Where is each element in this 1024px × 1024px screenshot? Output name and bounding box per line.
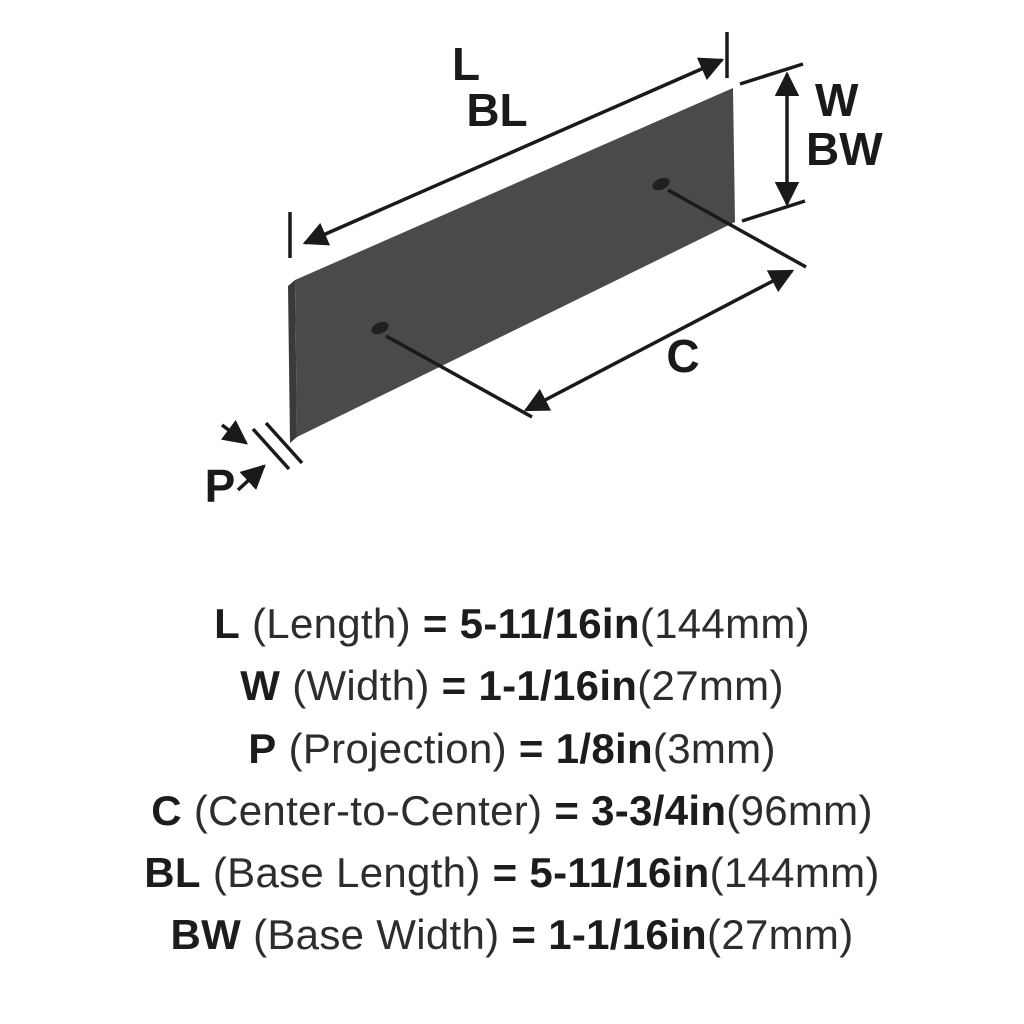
projection-arrow-bottom bbox=[236, 464, 266, 492]
spec-value: 5-11/16in bbox=[529, 849, 710, 897]
spec-row-length: L (Length) = 5-11/16in(144mm) bbox=[214, 600, 810, 648]
spec-row-center-to-center: C (Center-to-Center) = 3-3/4in(96mm) bbox=[151, 787, 873, 835]
spec-metric: (27mm) bbox=[707, 911, 854, 959]
spec-equals: = bbox=[422, 600, 448, 647]
spec-name: (Length) bbox=[252, 600, 411, 647]
spec-equals: = bbox=[492, 849, 518, 897]
projection-tick-outer bbox=[251, 427, 291, 471]
spec-abbr: BW bbox=[170, 911, 242, 959]
spec-name: (Projection) bbox=[288, 724, 507, 772]
spec-row-base-length: BL (Base Length) = 5-11/16in(144mm) bbox=[144, 849, 879, 897]
projection-arrow-top bbox=[220, 419, 248, 445]
spec-metric: (96mm) bbox=[726, 786, 873, 834]
spec-metric: (144mm) bbox=[709, 849, 880, 897]
dimension-spec-list: L (Length) = 5-11/16in(144mm) W (Width) … bbox=[0, 600, 1024, 960]
spec-equals: = bbox=[441, 662, 467, 710]
projection-tick-inner bbox=[264, 421, 304, 465]
spec-value: 1/8in bbox=[555, 724, 653, 772]
spec-metric: (144mm) bbox=[639, 600, 810, 647]
dimension-labels: L BL W BW C P bbox=[205, 38, 884, 512]
width-tick-top bbox=[739, 62, 804, 86]
spec-abbr: L bbox=[214, 600, 241, 647]
spec-equals: = bbox=[554, 786, 580, 834]
center-extension-left bbox=[385, 334, 533, 419]
product-dimension-diagram: L BL W BW C P bbox=[205, 32, 884, 512]
base-length-label: BL bbox=[466, 84, 527, 136]
mounting-hole-left bbox=[371, 321, 389, 335]
dimension-lines bbox=[220, 32, 807, 492]
spec-abbr: C bbox=[151, 786, 182, 834]
spec-metric: (3mm) bbox=[652, 724, 776, 772]
center-dimension-line bbox=[523, 269, 795, 412]
spec-abbr: W bbox=[240, 662, 281, 710]
width-tick-bottom bbox=[741, 199, 806, 223]
spec-abbr: BL bbox=[144, 849, 201, 897]
spec-name: (Width) bbox=[292, 662, 430, 710]
spec-row-base-width: BW (Base Width) = 1-1/16in(27mm) bbox=[171, 911, 854, 959]
spec-value: 1-1/16in bbox=[478, 662, 638, 710]
backplate-face bbox=[295, 88, 735, 437]
spec-value: 1-1/16in bbox=[548, 911, 708, 959]
center-to-center-label: C bbox=[666, 330, 699, 382]
spec-name: (Base Length) bbox=[212, 849, 481, 897]
center-extension-right bbox=[667, 188, 807, 269]
spec-name: (Base Width) bbox=[253, 911, 500, 959]
base-width-label: BW bbox=[806, 123, 883, 175]
width-label: W bbox=[815, 74, 859, 126]
spec-name: (Center-to-Center) bbox=[193, 786, 543, 834]
spec-equals: = bbox=[511, 911, 537, 959]
length-dimension-line bbox=[302, 57, 725, 246]
spec-value: 5-11/16in bbox=[459, 600, 640, 647]
projection-label: P bbox=[205, 460, 236, 512]
spec-value: 3-3/4in bbox=[591, 786, 727, 834]
spec-equals: = bbox=[518, 724, 544, 772]
length-label: L bbox=[452, 38, 480, 90]
backplate-side-edge bbox=[288, 280, 297, 443]
spec-row-width: W (Width) = 1-1/16in(27mm) bbox=[240, 662, 783, 710]
spec-row-projection: P (Projection) = 1/8in(3mm) bbox=[248, 725, 775, 773]
spec-abbr: P bbox=[248, 724, 277, 772]
spec-metric: (27mm) bbox=[637, 662, 784, 710]
